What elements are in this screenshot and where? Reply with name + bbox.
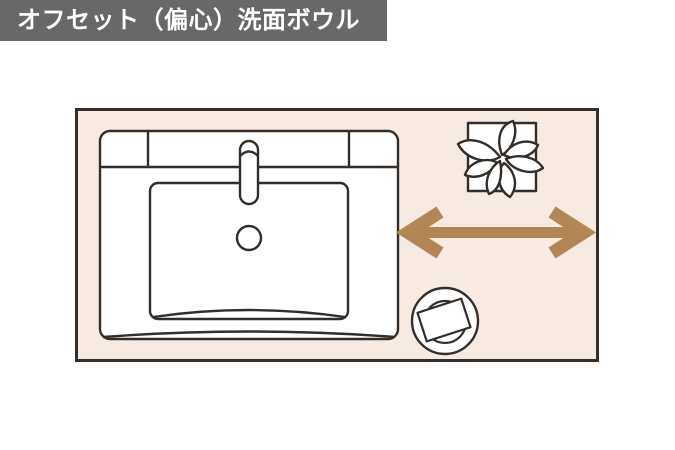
faucet-head-arc bbox=[239, 150, 259, 157]
section-title-text: オフセット（偏心）洗面ボウル bbox=[17, 7, 360, 34]
potted-plant-icon bbox=[456, 119, 545, 199]
arrow-head-left bbox=[395, 206, 444, 259]
soap-dish-icon bbox=[410, 286, 480, 356]
counter-front-curve bbox=[102, 330, 396, 339]
soap-bar bbox=[416, 297, 472, 343]
plant-leaf bbox=[485, 159, 503, 196]
section-title-bar: オフセット（偏心）洗面ボウル bbox=[0, 0, 387, 41]
drain-icon bbox=[235, 224, 263, 252]
offset-washbowl-diagram bbox=[75, 108, 599, 362]
arrow-head-right bbox=[548, 206, 597, 259]
basin-front-curve bbox=[152, 308, 346, 319]
washbasin-top-view-illustration bbox=[98, 129, 400, 341]
faucet-icon bbox=[238, 139, 260, 206]
plant-leaf bbox=[504, 155, 545, 174]
double-headed-arrow-icon bbox=[395, 206, 597, 259]
arrow-shaft bbox=[410, 227, 582, 238]
